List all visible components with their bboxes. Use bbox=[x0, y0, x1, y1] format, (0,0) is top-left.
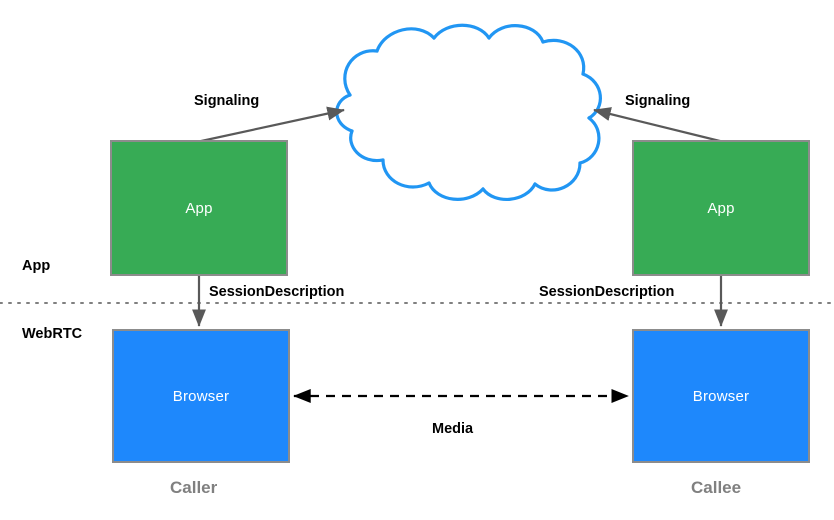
node-app-caller[interactable]: App bbox=[110, 140, 288, 276]
node-browser-caller[interactable]: Browser bbox=[112, 329, 290, 463]
node-browser-callee-label: Browser bbox=[692, 387, 750, 405]
node-app-callee[interactable]: App bbox=[632, 140, 810, 276]
layer-label-webrtc: WebRTC bbox=[22, 326, 83, 342]
node-browser-callee[interactable]: Browser bbox=[632, 329, 810, 463]
signaling-cloud-icon bbox=[335, 23, 602, 202]
edge-label-media: Media bbox=[432, 421, 474, 437]
edge-label-session-description-left: SessionDescription bbox=[209, 284, 345, 300]
edge-label-signaling-right: Signaling bbox=[625, 93, 691, 109]
signaling-arrow-left bbox=[191, 106, 345, 145]
actor-label-caller: Caller bbox=[170, 478, 218, 497]
edge-label-signaling-left: Signaling bbox=[194, 93, 260, 109]
node-browser-caller-label: Browser bbox=[172, 387, 230, 405]
layer-label-app: App bbox=[22, 258, 51, 274]
actor-label-callee: Callee bbox=[691, 478, 742, 497]
node-app-caller-label: App bbox=[185, 199, 213, 217]
edge-label-session-description-right: SessionDescription bbox=[539, 284, 675, 300]
signaling-arrow-right bbox=[593, 107, 729, 145]
node-app-callee-label: App bbox=[707, 199, 735, 217]
